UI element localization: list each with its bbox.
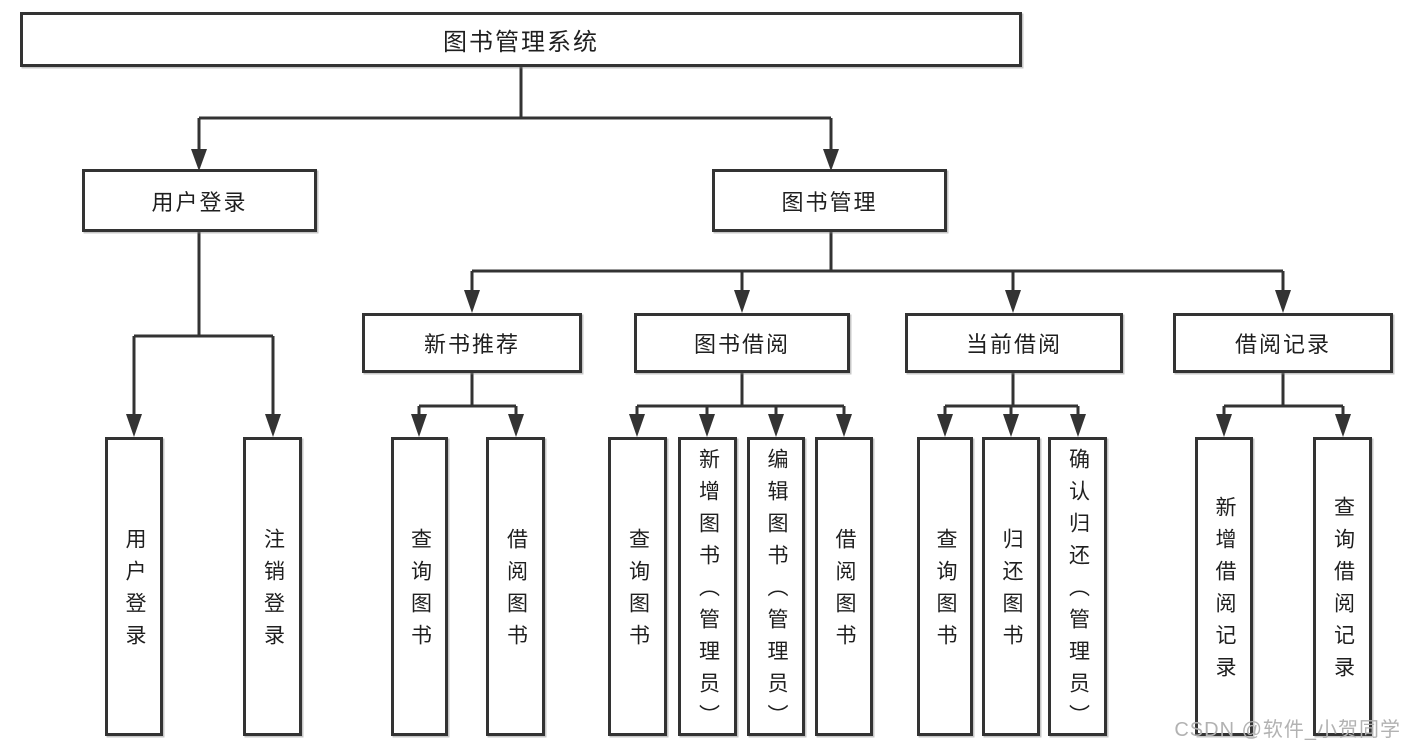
node-new-book-recommend: 新书推荐 bbox=[362, 313, 582, 373]
node-user-login-label: 用户登录 bbox=[151, 189, 248, 215]
leaf-user-login-label: 用户登录 bbox=[123, 528, 146, 656]
leaf-bor-add-books-label: 新增图书（管理员） bbox=[696, 448, 720, 736]
node-user-login: 用户登录 bbox=[82, 169, 317, 232]
csdn-watermark: CSDN @软件_小贺同学 bbox=[1174, 719, 1401, 741]
leaf-rec-query-books: 查询图书 bbox=[391, 437, 448, 736]
node-book-management-label: 图书管理 bbox=[781, 189, 878, 215]
leaf-rec-query-books-label: 查询图书 bbox=[408, 528, 432, 656]
leaf-cur-confirm-return-label: 确认归还（管理员） bbox=[1066, 448, 1090, 736]
leaf-bor-query-books-label: 查询图书 bbox=[626, 528, 650, 656]
leaf-logout: 注销登录 bbox=[243, 437, 302, 736]
node-current-borrow: 当前借阅 bbox=[905, 313, 1123, 373]
node-book-management: 图书管理 bbox=[712, 169, 947, 232]
leaf-cur-confirm-return: 确认归还（管理员） bbox=[1048, 437, 1107, 736]
node-root-label: 图书管理系统 bbox=[443, 29, 599, 56]
leaf-rec-borrow-books: 借阅图书 bbox=[486, 437, 545, 736]
leaf-cur-query-books: 查询图书 bbox=[917, 437, 973, 736]
leaf-query-borrow-record-label: 查询借阅记录 bbox=[1331, 496, 1355, 688]
leaf-bor-borrow-books-label: 借阅图书 bbox=[833, 528, 856, 656]
leaf-rec-borrow-books-label: 借阅图书 bbox=[504, 528, 528, 656]
leaf-add-borrow-record: 新增借阅记录 bbox=[1195, 437, 1253, 736]
leaf-bor-borrow-books: 借阅图书 bbox=[815, 437, 873, 736]
leaf-cur-return-books-label: 归还图书 bbox=[1000, 528, 1023, 656]
leaf-logout-label: 注销登录 bbox=[261, 528, 285, 656]
leaf-bor-add-books: 新增图书（管理员） bbox=[678, 437, 737, 736]
leaf-cur-return-books: 归还图书 bbox=[982, 437, 1040, 736]
leaf-bor-edit-books-label: 编辑图书（管理员） bbox=[765, 448, 788, 736]
node-root: 图书管理系统 bbox=[20, 12, 1022, 67]
leaf-cur-query-books-label: 查询图书 bbox=[934, 528, 957, 656]
leaf-bor-query-books: 查询图书 bbox=[608, 437, 667, 736]
node-borrow-records-label: 借阅记录 bbox=[1234, 332, 1331, 357]
node-current-borrow-label: 当前借阅 bbox=[965, 332, 1062, 357]
node-new-book-recommend-label: 新书推荐 bbox=[423, 332, 520, 357]
leaf-user-login: 用户登录 bbox=[105, 437, 163, 736]
node-book-borrow: 图书借阅 bbox=[634, 313, 850, 373]
leaf-bor-edit-books: 编辑图书（管理员） bbox=[747, 437, 805, 736]
node-book-borrow-label: 图书借阅 bbox=[693, 332, 790, 357]
leaf-add-borrow-record-label: 新增借阅记录 bbox=[1213, 496, 1236, 688]
leaf-query-borrow-record: 查询借阅记录 bbox=[1313, 437, 1372, 736]
node-borrow-records: 借阅记录 bbox=[1173, 313, 1393, 373]
